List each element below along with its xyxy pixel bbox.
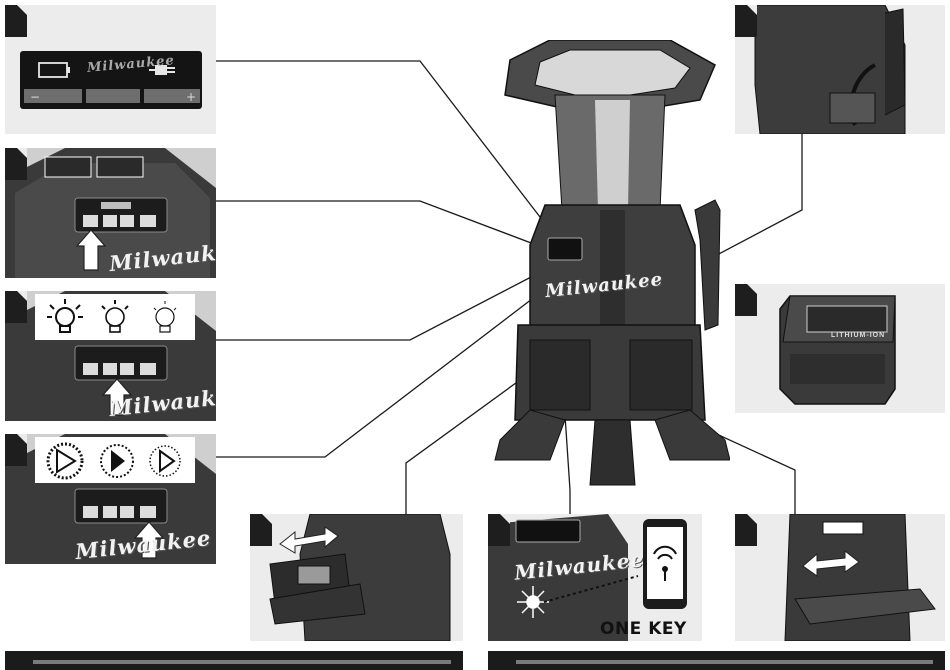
panel-number-tab	[5, 291, 27, 323]
battery-pack-illustration	[735, 284, 945, 413]
minus-mark: −	[30, 90, 40, 104]
panel-compartment-door	[735, 514, 945, 641]
footer-bar-left	[5, 651, 463, 670]
battery-insert-illustration	[250, 514, 463, 641]
panel-number-tab	[735, 284, 757, 316]
panel-display-indicators: − + Milwaukee	[5, 5, 216, 134]
panel-battery-pack: Milwaukee LITHIUM-ION	[735, 284, 945, 413]
panel-onekey: Milwaukee ONE KEY	[488, 514, 702, 641]
panel-number-tab	[735, 5, 757, 37]
panel-cord-wrap	[735, 5, 945, 134]
panel-number-tab	[488, 514, 510, 546]
smartphone-icon	[643, 519, 687, 609]
site-light-device	[490, 40, 730, 490]
panel-number-tab	[5, 434, 27, 466]
panel-number-tab	[250, 514, 272, 546]
battery-type-label: LITHIUM-ION	[831, 332, 885, 339]
panel-light-mode: Milwaukee	[5, 434, 216, 564]
panel-power-button: Milwaukee	[5, 148, 216, 278]
plus-mark: +	[186, 90, 196, 104]
door-panel-illustration	[735, 514, 945, 641]
panel-brightness: Milwaukee	[5, 291, 216, 421]
panel-number-tab	[5, 148, 27, 180]
onekey-logo: ONE KEY	[600, 619, 687, 639]
footer-bar-right	[488, 651, 945, 670]
panel-number-tab	[5, 5, 27, 37]
panel-battery-insert	[250, 514, 463, 641]
panel-number-tab	[735, 514, 757, 546]
cord-panel-illustration	[735, 5, 945, 134]
